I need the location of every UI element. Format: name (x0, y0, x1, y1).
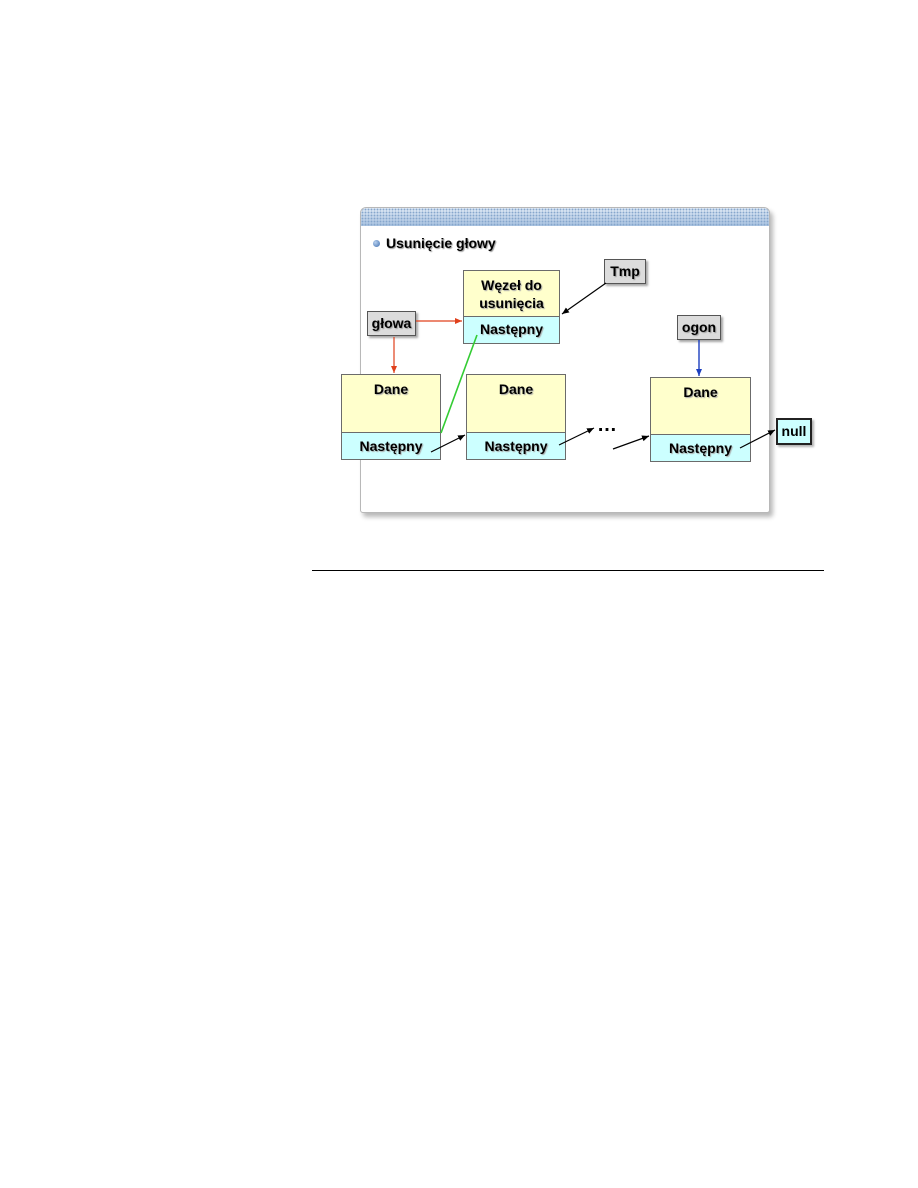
list-node-1-data: Dane (342, 375, 440, 434)
slide-header-band (361, 208, 769, 226)
list-node-2-next: Następny (467, 432, 565, 459)
tail-pointer: ogon (677, 315, 721, 340)
list-node-2: Dane Następny (466, 374, 566, 460)
list-node-3-next: Następny (651, 434, 750, 461)
bullet-icon (373, 240, 380, 247)
list-node-1-next: Następny (342, 432, 440, 459)
null-terminator: null (776, 418, 812, 445)
head-pointer: głowa (367, 311, 416, 336)
node-to-remove-data: Węzeł do usunięcia (464, 271, 559, 318)
list-node-1: Dane Następny (341, 374, 441, 460)
ellipsis: … (597, 414, 618, 436)
tmp-pointer: Tmp (604, 259, 646, 284)
list-node-3-data: Dane (651, 378, 750, 436)
slide-title: Usunięcie głowy (386, 235, 496, 251)
list-node-2-data: Dane (467, 375, 565, 434)
node-to-remove: Węzeł do usunięcia Następny (463, 270, 560, 344)
slide-panel (360, 207, 770, 513)
node-to-remove-next: Następny (464, 316, 559, 343)
page-rule (312, 570, 824, 571)
list-node-3: Dane Następny (650, 377, 751, 462)
